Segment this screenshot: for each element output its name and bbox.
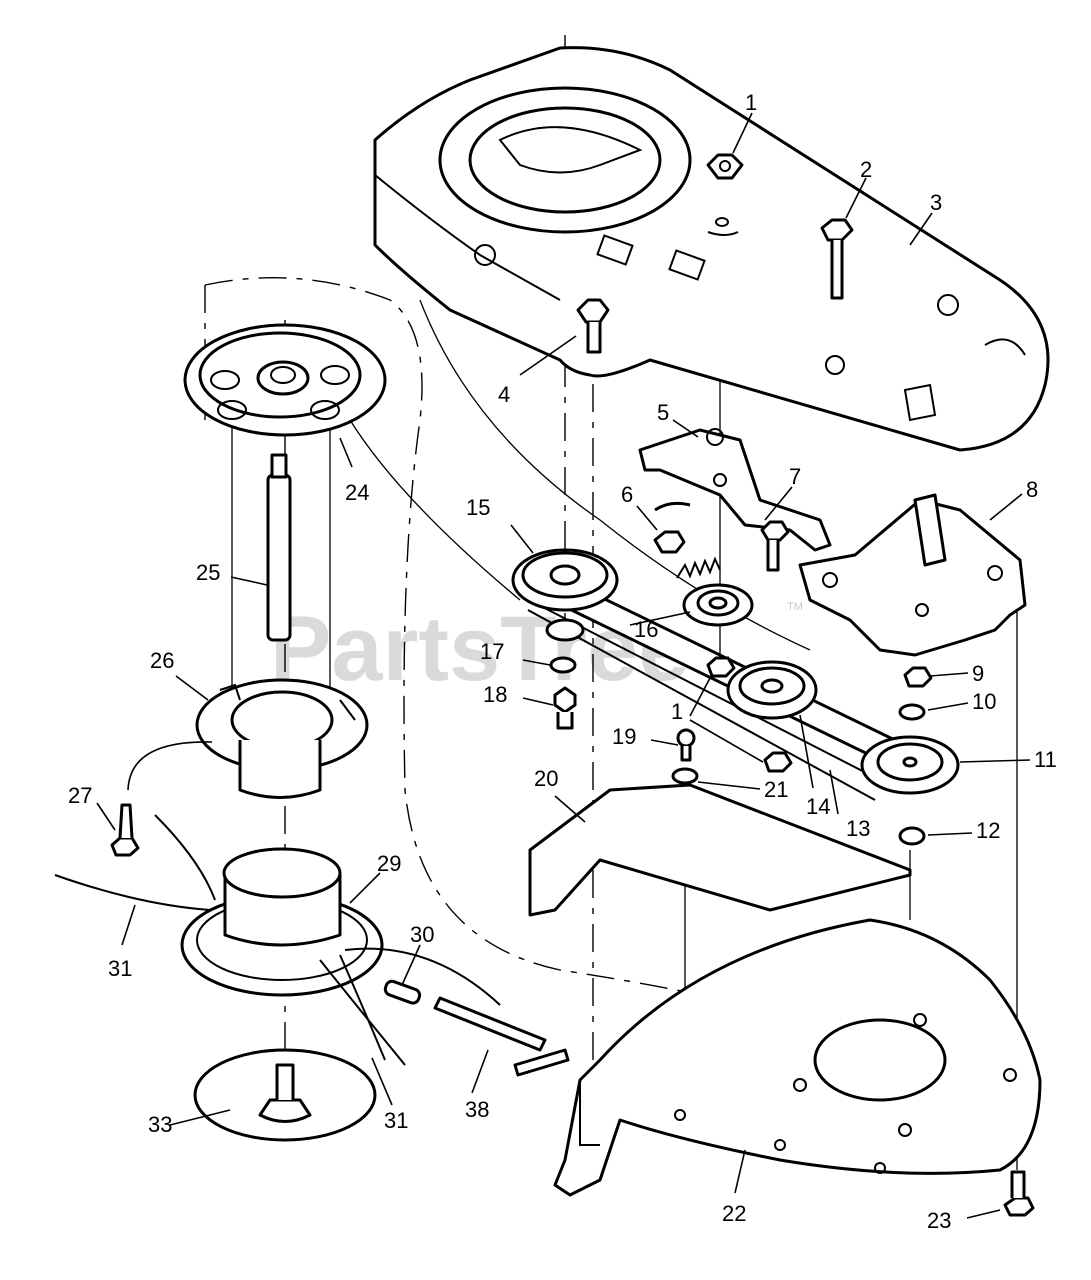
callout-26: 26 (150, 648, 174, 673)
callout-23: 23 (927, 1208, 951, 1233)
callout-11: 11 (1034, 747, 1057, 772)
callout-10: 10 (972, 689, 996, 714)
callout-9: 9 (972, 661, 984, 686)
callout-31b: 31 (384, 1108, 408, 1133)
top-hardware (576, 153, 854, 354)
callout-21: 21 (764, 777, 788, 802)
callout-13: 13 (846, 816, 870, 841)
upper-housing (373, 46, 1050, 452)
leader-lines (96, 112, 1031, 1219)
callout-14: 14 (806, 794, 830, 819)
callout-1b: 1 (671, 699, 683, 724)
callout-5: 5 (657, 400, 669, 425)
callout-29: 29 (377, 851, 401, 876)
screw-27 (110, 803, 140, 857)
pulleys (511, 548, 960, 795)
callout-8: 8 (1026, 477, 1038, 502)
callout-3: 3 (930, 190, 942, 215)
callout-31: 31 (108, 956, 132, 981)
callout-33: 33 (148, 1112, 172, 1137)
callout-16: 16 (634, 617, 658, 642)
belt-guard (528, 783, 912, 917)
spring (676, 556, 721, 579)
callout-1: 1 (745, 90, 757, 115)
line-spool (54, 814, 501, 1066)
callout-17: 17 (480, 639, 504, 664)
callout-6: 6 (621, 482, 633, 507)
callout-19: 19 (612, 724, 636, 749)
callout-labels: 1 2 3 4 5 6 7 8 9 10 11 12 13 14 15 16 1… (68, 90, 1057, 1233)
callout-22: 22 (722, 1201, 746, 1226)
tool-38 (433, 996, 570, 1077)
rear-bracket (798, 493, 1027, 657)
brackets (638, 428, 832, 572)
callout-25: 25 (196, 560, 220, 585)
watermark-trademark: TM (787, 601, 803, 613)
callout-27: 27 (68, 783, 92, 808)
callout-15: 15 (466, 495, 490, 520)
middle-hardware (549, 656, 933, 846)
callout-20: 20 (534, 766, 558, 791)
drive-shaft (266, 453, 292, 642)
trimmer-hub (195, 678, 369, 799)
bearing-plate (183, 323, 387, 437)
callout-38: 38 (465, 1097, 489, 1122)
callout-7: 7 (789, 464, 801, 489)
callout-18: 18 (483, 682, 507, 707)
callout-2: 2 (860, 157, 872, 182)
bolt-23 (1003, 1170, 1035, 1217)
callout-4: 4 (498, 382, 510, 407)
spool-cap (193, 1048, 377, 1142)
lower-shield (553, 918, 1042, 1197)
callout-24: 24 (345, 480, 369, 505)
callout-12: 12 (976, 818, 1000, 843)
spring-30 (383, 979, 422, 1005)
callout-30: 30 (410, 922, 434, 947)
